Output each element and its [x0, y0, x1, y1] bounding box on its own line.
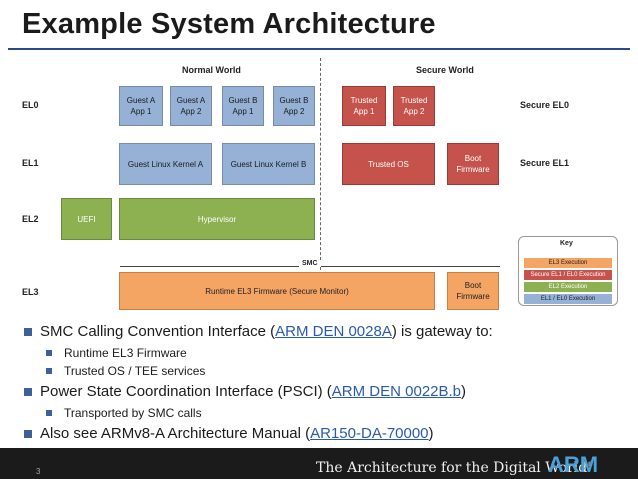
secure-el0-label: Secure EL0 [520, 100, 570, 110]
guest-b-app1-line2: App 1 [232, 107, 254, 116]
trusted-app2-line2: App 2 [403, 107, 425, 116]
title-rule [8, 48, 630, 50]
bullet-square-icon [46, 368, 52, 374]
footer-bar [0, 448, 638, 479]
ar150-da-70000-link[interactable]: AR150-DA-70000 [310, 425, 429, 442]
el1-label: EL1 [22, 158, 39, 168]
arm-logo: ARM [548, 452, 598, 476]
bullet-text: Also see ARMv8-A Architecture Manual ( [40, 425, 311, 442]
page-number: 3 [36, 467, 41, 476]
normal-world-label: Normal World [182, 65, 241, 75]
key-secure-el1-el0-execution: Secure EL1 / EL0 Execution [524, 270, 612, 280]
key-box [518, 236, 618, 306]
arm-den-0028a-link[interactable]: ARM DEN 0028A [275, 323, 392, 340]
hypervisor-box: Hypervisor [119, 198, 315, 240]
guest-b-app1-box: Guest B App 1 [222, 86, 264, 126]
sub-bullet-transported-smc: Transported by SMC calls [22, 404, 622, 422]
uefi-box: UEFI [61, 198, 112, 240]
runtime-el3-firmware-box: Runtime EL3 Firmware (Secure Monitor) [119, 272, 435, 310]
bullet-square-icon [24, 388, 32, 396]
tagline-registered-mark: ® [587, 461, 594, 469]
guest-a-app1-line2: App 1 [130, 107, 152, 116]
key-el3-execution: EL3 Execution [524, 258, 612, 268]
arm-den-0022b-link[interactable]: ARM DEN 0022B.b [331, 383, 462, 400]
guest-b-app2-box: Guest B App 2 [273, 86, 315, 126]
el0-label: EL0 [22, 100, 39, 110]
guest-a-app2-box: Guest A App 2 [170, 86, 212, 126]
key-el1-el0-execution: EL1 / EL0 Execution [524, 294, 612, 304]
boot-fw-el3-line1: Boot [464, 281, 482, 290]
slide-title: Example System Architecture [22, 8, 436, 40]
world-divider [320, 58, 321, 270]
el3-label: EL3 [22, 287, 39, 297]
trusted-app2-line1: Trusted [400, 96, 428, 105]
secure-world-label: Secure World [416, 65, 474, 75]
bullet-armv8-manual: Also see ARMv8-A Architecture Manual (AR… [22, 422, 622, 446]
boot-fw-el1-line1: Boot [464, 154, 482, 163]
guest-b-app2-line2: App 2 [283, 107, 305, 116]
bullet-text: Power State Coordination Interface (PSCI… [40, 383, 332, 400]
bullet-text: ) is gateway to: [391, 323, 493, 340]
bullet-text: Runtime EL3 Firmware [64, 346, 187, 360]
bullet-square-icon [24, 328, 32, 336]
guest-a-app2-line2: App 2 [180, 107, 202, 116]
arm-logo-text: ARM [548, 452, 598, 476]
guest-kernel-b-box: Guest Linux Kernel B [222, 143, 315, 185]
guest-a-app1-line1: Guest A [126, 96, 156, 105]
guest-a-app1-box: Guest A App 1 [119, 86, 163, 126]
guest-b-app1-line1: Guest B [228, 96, 258, 105]
bullet-square-icon [24, 430, 32, 438]
bullet-text: ) [428, 425, 434, 442]
bullet-text: ) [461, 383, 467, 400]
bullet-text: Trusted OS / TEE services [64, 364, 206, 378]
bullet-smc-calling-convention: SMC Calling Convention Interface (ARM DE… [22, 320, 622, 344]
bullet-text: Transported by SMC calls [64, 406, 202, 420]
bullet-psci: Power State Coordination Interface (PSCI… [22, 380, 622, 404]
guest-kernel-a-box: Guest Linux Kernel A [119, 143, 212, 185]
guest-a-app2-line1: Guest A [176, 96, 206, 105]
guest-b-app2-line1: Guest B [279, 96, 309, 105]
sub-bullet-runtime-el3: Runtime EL3 Firmware [22, 344, 622, 362]
trusted-app1-line1: Trusted [350, 96, 378, 105]
el2-label: EL2 [22, 214, 39, 224]
tagline-text: The Architecture for the Digital World [316, 460, 588, 476]
boot-fw-el3-line2: Firmware [456, 292, 490, 301]
key-el2-execution: EL2 Execution [524, 282, 612, 292]
secure-el1-label: Secure EL1 [520, 158, 570, 168]
bullet-list: SMC Calling Convention Interface (ARM DE… [22, 320, 622, 446]
boot-fw-el1-line2: Firmware [456, 165, 490, 174]
trusted-app1-line2: App 1 [353, 107, 375, 116]
bullet-text: SMC Calling Convention Interface ( [40, 323, 276, 340]
sub-bullet-trusted-os: Trusted OS / TEE services [22, 362, 622, 380]
smc-label: SMC [299, 260, 321, 267]
bullet-square-icon [46, 410, 52, 416]
trusted-os-box: Trusted OS [342, 143, 435, 185]
footer-tagline: The Architecture for the Digital World® [316, 460, 593, 476]
bullet-square-icon [46, 350, 52, 356]
key-title: Key [560, 240, 573, 247]
